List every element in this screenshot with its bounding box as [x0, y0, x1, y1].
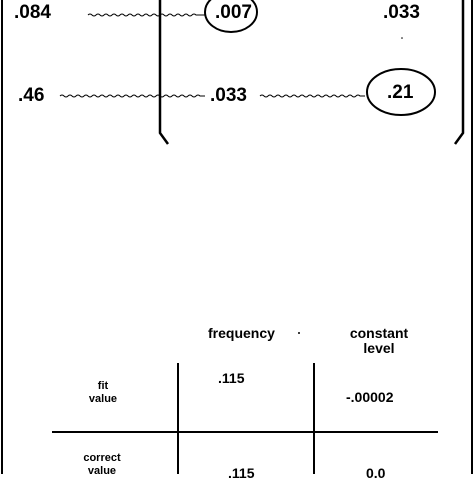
matrix-r1-right: .033 [383, 2, 420, 23]
right-bracket [453, 0, 465, 145]
circle-row1-middle [204, 0, 258, 33]
fit-constant-level: -.00002 [346, 389, 394, 405]
speck [401, 37, 403, 39]
connector-row2-left [59, 94, 205, 98]
correct-constant-level: 0.0 [366, 465, 386, 481]
matrix-r2-right: .21 [387, 82, 414, 103]
header-frequency: frequency [208, 325, 275, 341]
left-bracket [158, 0, 170, 145]
row-label-correct-value: correct value [83, 452, 121, 477]
matrix-r1-left: .084 [14, 2, 51, 23]
matrix-r2-middle: .033 [210, 85, 247, 106]
speck [298, 332, 300, 334]
connector-row2-right [259, 94, 365, 98]
row-label-fit-value: fit value [88, 380, 118, 405]
connector-row1 [87, 13, 205, 17]
fit-frequency: .115 [218, 370, 245, 386]
correct-frequency: .115 [228, 465, 255, 481]
circle-row2-right [366, 68, 436, 116]
matrix-r1-middle: .007 [215, 2, 252, 23]
header-constant-level: constant level [349, 325, 409, 356]
matrix-r2-left: .46 [18, 85, 45, 106]
